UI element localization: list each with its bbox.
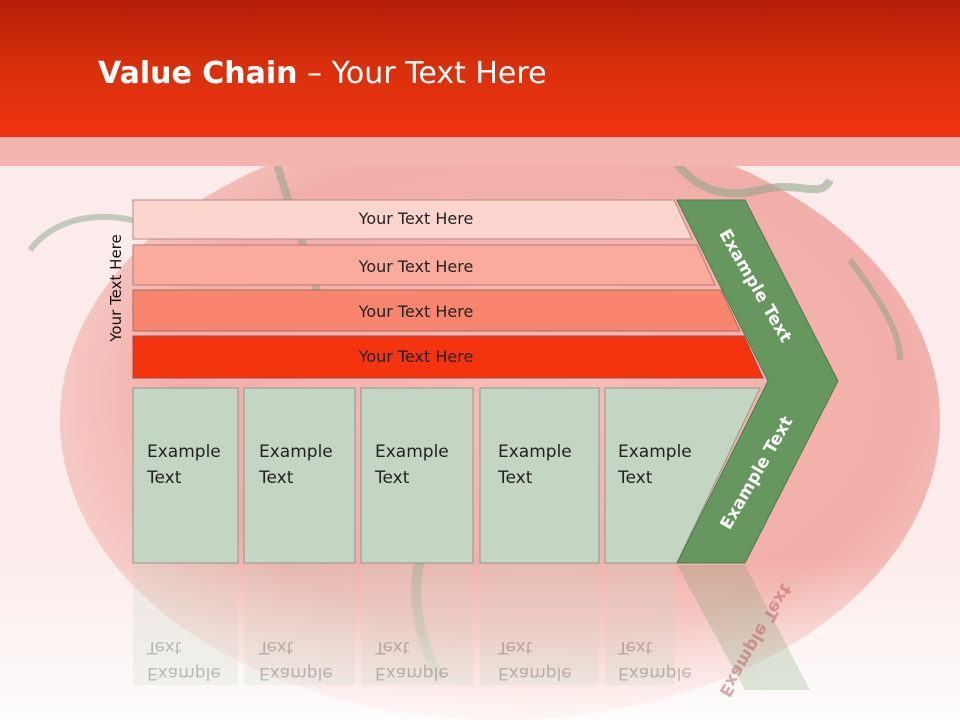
header-band — [0, 137, 960, 166]
column-2-line1: Example — [259, 442, 333, 462]
bar-4-label: Your Text Here — [358, 347, 474, 366]
column-4-line2: Text — [498, 468, 533, 488]
column-2-reflection-label: Example Text — [259, 634, 333, 686]
bar-4 — [132, 335, 764, 379]
column-4-reflection — [480, 565, 599, 685]
column-1-reflection-line1: Example — [147, 663, 221, 683]
column-1-reflection-line2: Text — [147, 637, 182, 657]
bar-1 — [132, 199, 693, 240]
bar-2-label: Your Text Here — [358, 257, 474, 276]
column-4-reflection-line1: Example — [498, 663, 572, 683]
chevron-arrow — [676, 199, 839, 564]
column-1-reflection-label: Example Text — [147, 634, 221, 686]
column-5-reflection-line1: Example — [618, 663, 692, 683]
column-3-line2: Text — [375, 468, 410, 488]
bar-1-label: Your Text Here — [358, 209, 474, 228]
header-bar — [0, 0, 960, 137]
column-4 — [479, 387, 600, 564]
reflection — [133, 565, 810, 690]
bar-2 — [132, 244, 716, 286]
column-1-line1: Example — [147, 442, 221, 462]
column-2-reflection — [244, 565, 355, 685]
bar-3 — [132, 289, 741, 332]
chevron-reflection — [677, 565, 810, 690]
column-5-line2: Text — [618, 468, 653, 488]
column-4-line1: Example — [498, 442, 572, 462]
column-5-reflection — [605, 565, 675, 685]
column-5-line1: Example — [618, 442, 692, 462]
column-3-reflection-label: Example Text — [375, 634, 449, 686]
column-2-line2: Text — [259, 468, 294, 488]
column-3 — [360, 387, 474, 564]
column-5-reflection-label: Example Text — [618, 634, 692, 686]
column-5-reflection-line2: Text — [618, 637, 653, 657]
column-3-reflection — [361, 565, 473, 685]
title-rest: – Your Text Here — [297, 56, 547, 91]
column-4-reflection-label: Example Text — [498, 634, 572, 686]
column-1 — [132, 387, 239, 564]
bar-3-label: Your Text Here — [358, 302, 474, 321]
column-3-line1: Example — [375, 442, 449, 462]
column-3-reflection-line1: Example — [375, 663, 449, 683]
column-2 — [243, 387, 356, 564]
column-4-reflection-line2: Text — [498, 637, 533, 657]
slide-title: Value Chain – Your Text Here — [98, 56, 547, 92]
column-1-reflection — [133, 565, 238, 685]
title-bold: Value Chain — [98, 56, 298, 91]
column-2-reflection-line1: Example — [259, 663, 333, 683]
column-2-reflection-line2: Text — [259, 637, 294, 657]
column-3-reflection-line2: Text — [375, 637, 410, 657]
column-1-line2: Text — [147, 468, 182, 488]
